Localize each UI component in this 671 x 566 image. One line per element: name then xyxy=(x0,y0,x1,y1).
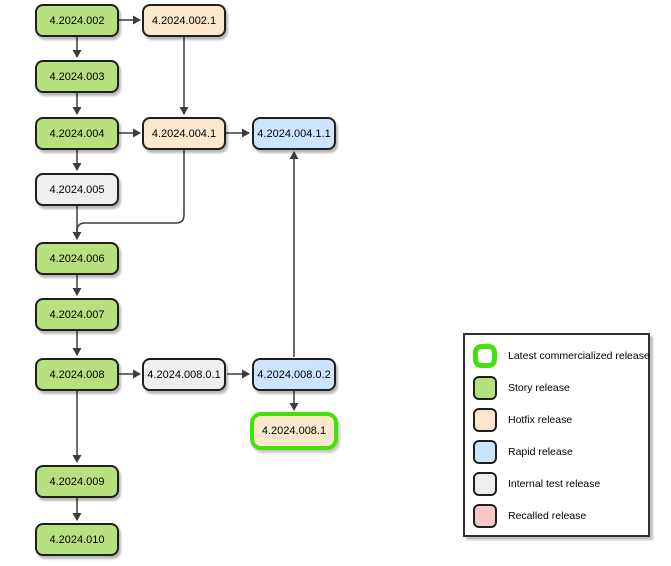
node-4-2024-007: 4.2024.007 xyxy=(35,298,119,331)
node-4-2024-004-1: 4.2024.004.1 xyxy=(142,117,226,150)
node-4-2024-008-1: 4.2024.008.1 xyxy=(250,412,338,450)
legend-item-recalled: Recalled release xyxy=(473,504,648,528)
node-4-2024-002: 4.2024.002 xyxy=(35,4,119,37)
legend-label-story: Story release xyxy=(508,382,570,394)
node-4-2024-008-0-1: 4.2024.008.0.1 xyxy=(142,358,226,391)
node-4-2024-006: 4.2024.006 xyxy=(35,242,119,275)
legend-label-internal: Internal test release xyxy=(508,478,601,490)
rapid-release-swatch-icon xyxy=(473,440,497,464)
legend-item-hotfix: Hotfix release xyxy=(473,408,648,432)
legend-label-latest: Latest commercialized release xyxy=(508,350,650,362)
legend-item-latest: Latest commercialized release xyxy=(473,344,650,368)
node-4-2024-003: 4.2024.003 xyxy=(35,60,119,93)
recalled-release-swatch-icon xyxy=(473,504,497,528)
legend-item-internal: Internal test release xyxy=(473,472,648,496)
node-4-2024-009: 4.2024.009 xyxy=(35,465,119,498)
node-4-2024-008: 4.2024.008 xyxy=(35,358,119,391)
legend: Latest commercialized release Story rele… xyxy=(463,333,650,537)
latest-release-swatch-icon xyxy=(473,344,497,368)
legend-label-rapid: Rapid release xyxy=(508,446,573,458)
legend-item-story: Story release xyxy=(473,376,648,400)
node-4-2024-008-0-2: 4.2024.008.0.2 xyxy=(252,358,336,391)
node-4-2024-010: 4.2024.010 xyxy=(35,523,119,556)
node-4-2024-005: 4.2024.005 xyxy=(35,173,119,206)
legend-label-recalled: Recalled release xyxy=(508,510,587,522)
legend-item-rapid: Rapid release xyxy=(473,440,648,464)
story-release-swatch-icon xyxy=(473,376,497,400)
hotfix-release-swatch-icon xyxy=(473,408,497,432)
node-4-2024-004-1-1: 4.2024.004.1.1 xyxy=(252,117,336,150)
node-4-2024-004: 4.2024.004 xyxy=(35,117,119,150)
node-4-2024-002-1: 4.2024.002.1 xyxy=(142,4,226,37)
internal-test-release-swatch-icon xyxy=(473,472,497,496)
legend-label-hotfix: Hotfix release xyxy=(508,414,573,426)
